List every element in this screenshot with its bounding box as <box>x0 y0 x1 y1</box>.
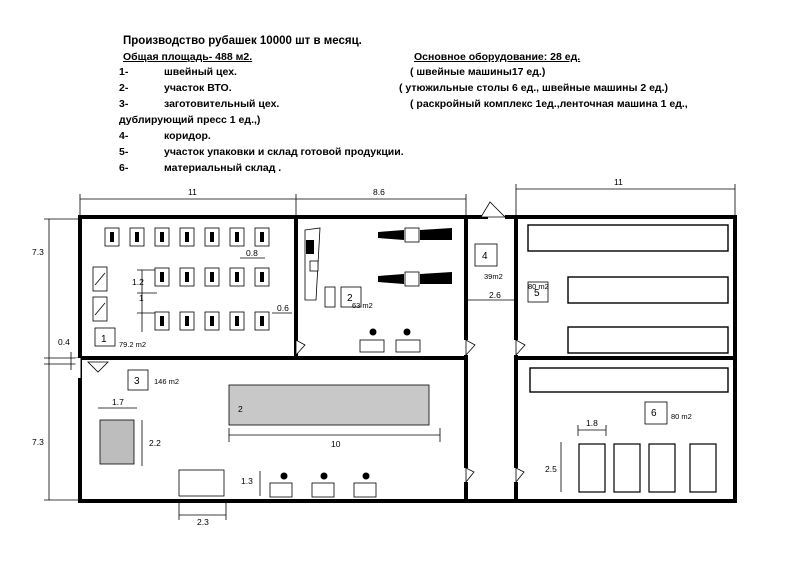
list-num-2: 2- <box>119 82 129 94</box>
dim-13: 1.3 <box>241 476 253 486</box>
dim-23: 2.3 <box>197 517 209 527</box>
list-text-4: коридор. <box>164 130 211 142</box>
room-4-area: 39m2 <box>484 272 503 281</box>
room-4-number: 4 <box>482 251 488 262</box>
note-3: ( раскройный комплекс 1ед.,ленточная маш… <box>410 98 688 110</box>
dim-18: 1.8 <box>586 418 598 428</box>
list-num-3: 3- <box>119 98 129 110</box>
dim-08: 0.8 <box>246 248 258 258</box>
room-3-area: 146 m2 <box>154 377 179 386</box>
dim-1: 1 <box>139 293 144 303</box>
dim-22: 2.2 <box>149 438 161 448</box>
list-text-1: швейный цех. <box>164 66 237 78</box>
note-2: ( утюжильные столы 6 ед., швейные машины… <box>399 82 669 94</box>
equipment-total: Основное оборудование: 28 ед. <box>414 51 581 63</box>
list-text-2: участок ВТО. <box>164 82 232 94</box>
dim-10: 10 <box>331 439 341 449</box>
total-area: Общая площадь- 488 м2. <box>123 51 253 63</box>
list-text-3: заготовительный цех. <box>164 98 280 110</box>
room-3-number: 3 <box>134 376 140 387</box>
list-cont: дублирующий пресс 1 ед.,) <box>119 114 261 126</box>
list-num-4: 4- <box>119 130 129 142</box>
dim-left-gap: 0.4 <box>58 337 70 347</box>
list-text-6: материальный склад . <box>164 162 282 174</box>
dim-top-right: 11 <box>614 177 623 187</box>
dim-12: 1.2 <box>132 277 144 287</box>
room-5-number: 5 <box>534 288 540 299</box>
dim-left-upper: 7.3 <box>32 247 44 257</box>
dim-2: 2 <box>238 404 243 414</box>
plan-title: Производство рубашек 10000 шт в месяц. <box>123 35 362 47</box>
list-num-6: 6- <box>119 162 129 174</box>
room-2-area: 63 m2 <box>352 301 373 310</box>
dim-06: 0.6 <box>277 303 289 313</box>
room-1-area: 79.2 m2 <box>119 340 146 349</box>
dim-top-left: 11 <box>188 187 197 197</box>
room-6-number: 6 <box>651 408 657 419</box>
list-text-5: участок упаковки и склад готовой продукц… <box>164 146 404 158</box>
room-6-area: 80 m2 <box>671 412 692 421</box>
dim-25: 2.5 <box>545 464 557 474</box>
list-num-5: 5- <box>119 146 129 158</box>
dim-17: 1.7 <box>112 397 124 407</box>
room-1-number: 1 <box>101 334 107 345</box>
list-num-1: 1- <box>119 66 129 78</box>
note-1: ( швейные машины17 ед.) <box>410 66 546 78</box>
room-5-area: 80 m2 <box>528 282 549 291</box>
dim-top-mid: 8.6 <box>373 187 385 197</box>
dim-corr: 2.6 <box>489 290 501 300</box>
dim-left-lower: 7.3 <box>32 437 44 447</box>
room-2-number: 2 <box>347 293 353 304</box>
